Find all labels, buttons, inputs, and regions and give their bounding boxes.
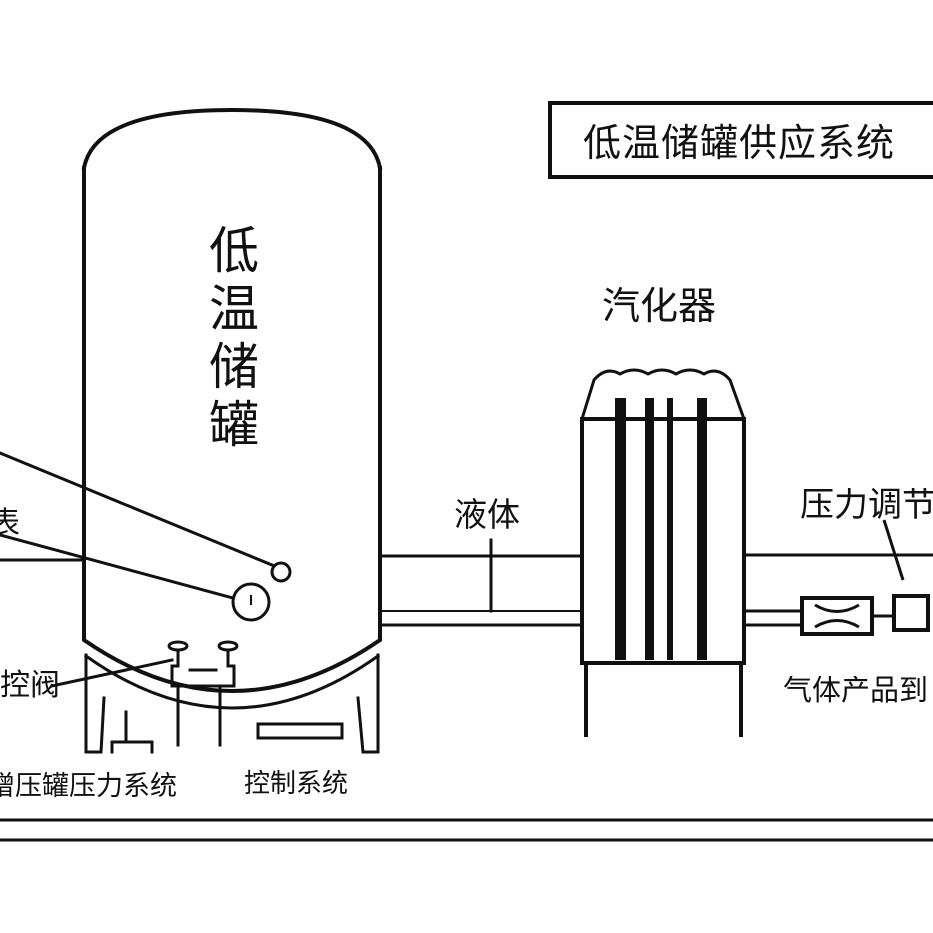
pressure-gauge — [231, 582, 271, 622]
control-valve-label: 控阀 — [0, 668, 60, 703]
title-box — [548, 101, 933, 179]
vaporizer-tube — [697, 398, 707, 660]
pressure-regulator-box — [892, 594, 930, 632]
liquid-label: 液体 — [454, 495, 520, 534]
gauge-small — [270, 561, 292, 583]
vaporizer-tube — [645, 398, 654, 660]
flow-filter — [800, 596, 874, 636]
regulator-leader — [882, 519, 905, 581]
tank-body — [82, 166, 382, 693]
boost-system-label: 增压罐压力系统 — [0, 771, 177, 802]
gauge-label: 表 — [0, 506, 20, 541]
tank-top-cap — [81, 107, 383, 171]
control-system-label: 控制系统 — [244, 769, 349, 799]
valve-assembly — [170, 648, 236, 688]
tank-leg-left — [84, 653, 106, 754]
vaporizer-tube — [615, 398, 626, 660]
vaporizer-tube — [667, 398, 673, 660]
gas-product-label: 气体产品到 — [783, 676, 929, 705]
gauge-leader-2 — [0, 533, 235, 600]
flow-filter-core — [814, 603, 860, 629]
boost-pipe — [110, 740, 154, 754]
vaporizer-label: 汽化器 — [602, 284, 717, 328]
control-unit — [256, 722, 344, 740]
diagram-title: 低温储罐供应系统 — [583, 121, 896, 165]
vaporizer-top — [580, 368, 746, 421]
gauge-leader-1 — [0, 451, 274, 567]
tank-bottom-seam — [83, 653, 381, 710]
vaporizer-frame — [580, 417, 746, 665]
tank-leg-right — [356, 653, 380, 754]
pressure-regulator-label: 压力调节 — [800, 488, 933, 522]
valve-leader — [50, 658, 174, 688]
tank-label: 低温储罐 — [209, 222, 259, 454]
